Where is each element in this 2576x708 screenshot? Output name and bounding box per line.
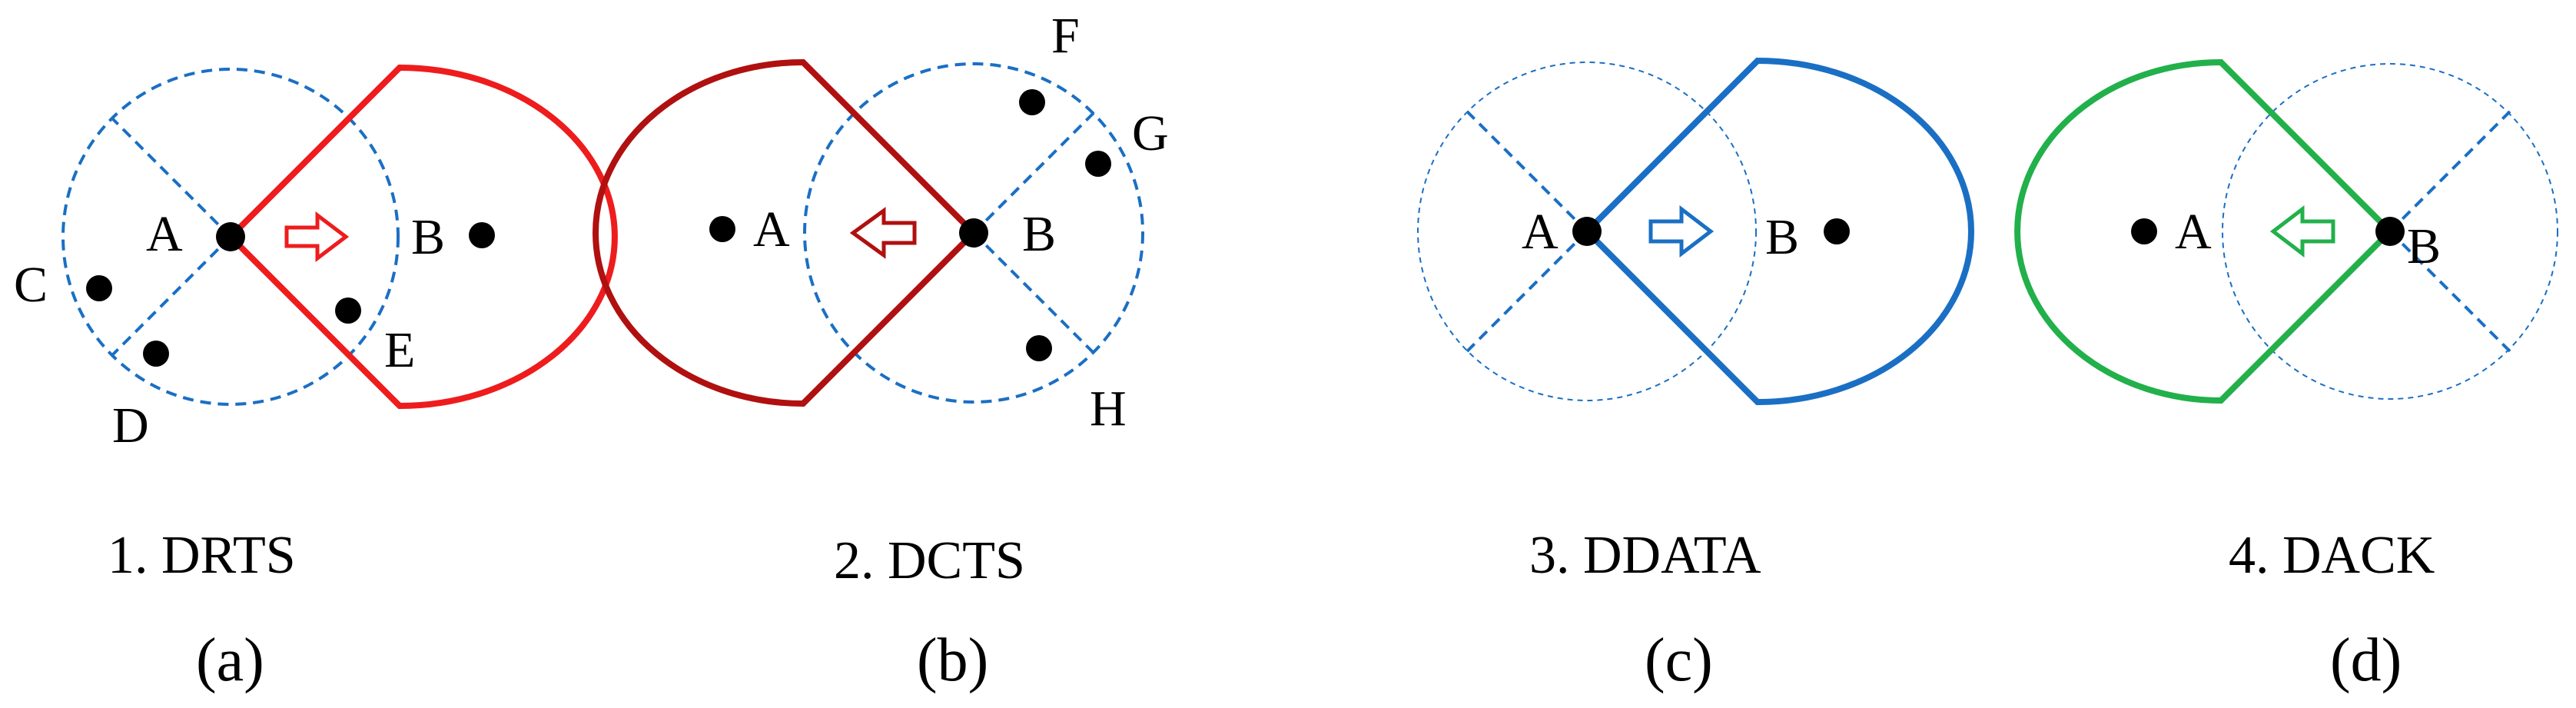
range-circle-d [2222, 63, 2558, 400]
node-a-label: A [146, 206, 183, 262]
dashed-sector-line [111, 117, 232, 238]
right-arrow-icon [1648, 204, 1715, 258]
left-arrow-icon [2269, 204, 2335, 258]
node-a-label: A [2175, 204, 2212, 260]
directional-beam-a [226, 64, 618, 410]
panel-letter: (d) [2330, 627, 2402, 694]
dashed-sector-line [1466, 230, 1588, 353]
node-h-label: H [1090, 381, 1127, 437]
node-g-dot [1085, 151, 1111, 177]
left-arrow-icon [849, 207, 917, 259]
dashed-sector-line [2388, 110, 2511, 233]
step-caption: 1. DRTS [108, 526, 296, 585]
directional-beam-b [593, 58, 978, 407]
node-b-dot [1824, 218, 1850, 244]
directional-beam-c [1582, 57, 1974, 406]
node-a-dot [216, 222, 245, 251]
step-caption: 3. DDATA [1529, 526, 1761, 585]
panel-b: A B F G H 2. DCTS (b) [593, 8, 1169, 694]
dashed-sector-line [111, 235, 232, 357]
node-b-label: B [2407, 218, 2441, 274]
node-b-label: B [1765, 209, 1799, 265]
node-c-dot [86, 275, 112, 301]
dashed-sector-line [972, 231, 1095, 354]
dashed-sector-line [972, 111, 1095, 234]
panel-letter: (b) [917, 627, 988, 694]
node-a-dot [1572, 217, 1602, 246]
node-d-label: D [112, 397, 149, 454]
panel-letter: (a) [196, 627, 264, 694]
dashed-sector-line [2388, 230, 2511, 353]
node-f-dot [1019, 89, 1045, 115]
node-b-dot [469, 222, 495, 248]
node-b-dot [2375, 217, 2405, 246]
step-caption: 4. DACK [2229, 526, 2435, 585]
panel-a: A B C D E 1. DRTS (a) [14, 64, 618, 694]
directional-beam-d [2014, 58, 2395, 404]
range-circle-a [61, 68, 400, 406]
node-d-dot [143, 341, 169, 367]
node-a-dot [709, 216, 735, 242]
panel-letter: (c) [1645, 627, 1713, 694]
node-e-label: E [384, 322, 415, 378]
node-e-dot [335, 297, 361, 324]
right-arrow-icon [284, 211, 350, 263]
node-b-dot [959, 218, 988, 248]
step-caption: 2. DCTS [834, 531, 1025, 590]
node-b-label: B [411, 209, 445, 265]
panel-c: A B 3. DDATA (c) [1417, 57, 1974, 694]
node-h-dot [1026, 335, 1052, 361]
dashed-sector-line [1466, 110, 1588, 233]
node-a-label: A [1522, 204, 1559, 260]
range-circle-c [1417, 61, 1757, 401]
node-g-label: G [1132, 105, 1169, 161]
range-circle-b [803, 62, 1144, 404]
node-c-label: C [14, 257, 48, 313]
node-b-label: B [1022, 206, 1056, 262]
node-a-dot [2131, 218, 2157, 244]
node-a-label: A [753, 201, 790, 258]
panel-d: A B 4. DACK (d) [2014, 58, 2558, 694]
node-f-label: F [1051, 8, 1080, 64]
